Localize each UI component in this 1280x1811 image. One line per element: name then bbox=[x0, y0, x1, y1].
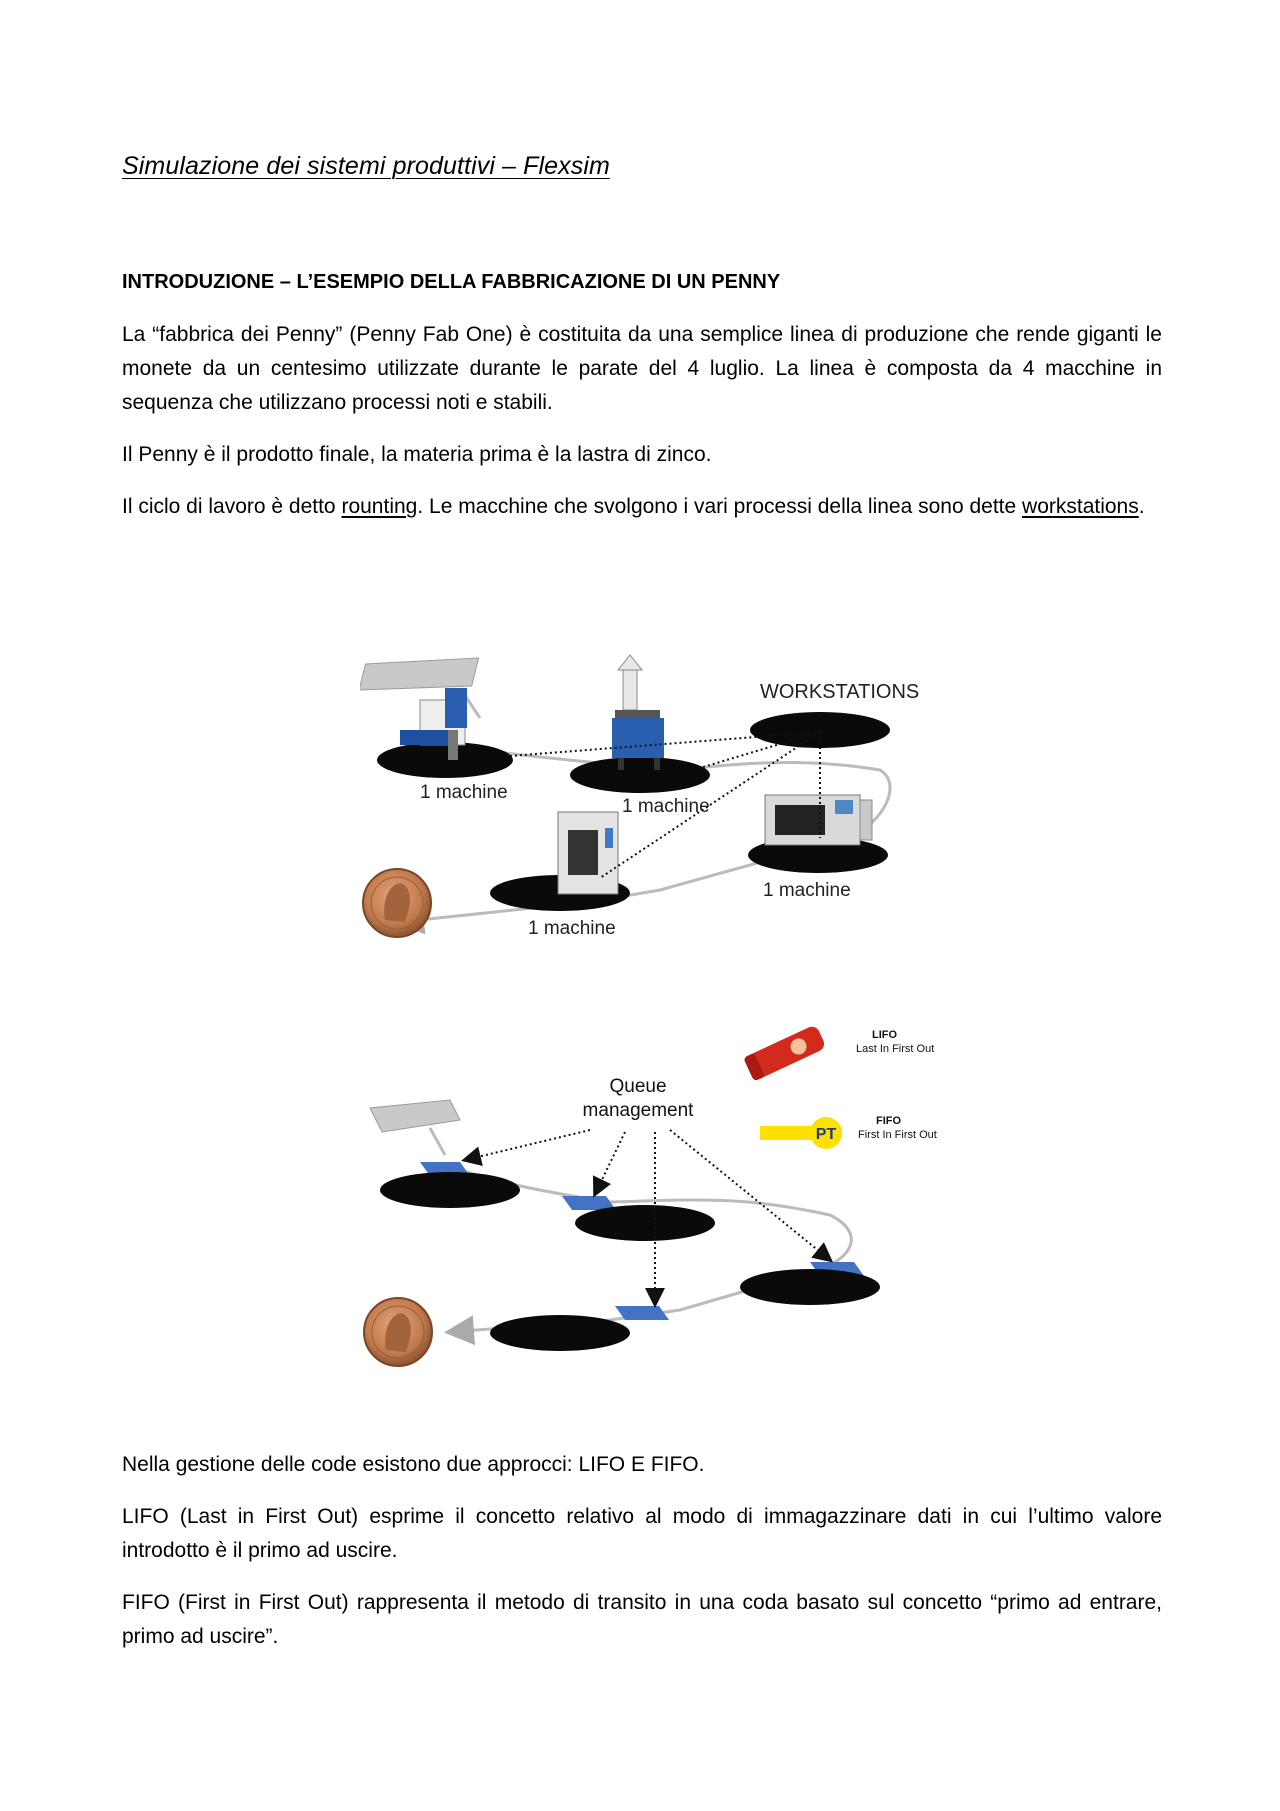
paragraph-penny: Il Penny è il prodotto finale, la materi… bbox=[122, 443, 712, 466]
paragraph-queue-approaches: Nella gestione delle code esistono due a… bbox=[122, 1453, 705, 1476]
workstation-platform-1 bbox=[380, 1172, 520, 1208]
machine-label-4: 1 machine bbox=[528, 918, 616, 939]
workstation-platform-2 bbox=[570, 757, 710, 793]
workstation-platform-top bbox=[750, 712, 890, 748]
workstation-platform-3 bbox=[748, 837, 888, 873]
lifo-title: LIFO bbox=[872, 1029, 897, 1041]
queue-label-line2: management bbox=[583, 1100, 695, 1121]
flow-path bbox=[394, 748, 892, 935]
fifo-title: FIFO bbox=[876, 1115, 901, 1127]
queue-label-line1: Queue bbox=[609, 1076, 666, 1097]
machine-drill-icon bbox=[612, 654, 664, 770]
routing-term: rounting bbox=[341, 495, 418, 518]
workstation-platform-3 bbox=[740, 1269, 880, 1305]
fifo-logo-circle bbox=[810, 1117, 842, 1149]
zinc-sheet bbox=[369, 1099, 461, 1133]
fifo-logo-text: PT bbox=[816, 1126, 837, 1143]
queue-management-figure: Queue management LIFO Last In First Out … bbox=[363, 1026, 937, 1367]
machine-lathe-icon bbox=[764, 794, 873, 846]
zinc-sheet bbox=[360, 657, 480, 691]
workstations-figure: WORKSTATIONS 1 machine 1 machine 1 machi… bbox=[360, 654, 919, 939]
workstation-platform-1 bbox=[377, 742, 513, 778]
machine-cnc-icon bbox=[557, 811, 619, 895]
lifo-desc: Last In First Out bbox=[856, 1043, 934, 1055]
page-title: Simulazione dei sistemi produttivi – Fle… bbox=[122, 152, 610, 180]
workstation-platform-2 bbox=[575, 1205, 715, 1241]
workstations-label: WORKSTATIONS bbox=[760, 681, 919, 703]
section-heading: INTRODUZIONE – L’ESEMPIO DELLA FABBRICAZ… bbox=[122, 271, 781, 293]
machine-label-3: 1 machine bbox=[763, 880, 851, 901]
paragraph-intro: La “fabbrica dei Penny” (Penny Fab One) … bbox=[122, 323, 1162, 414]
fifo-desc: First In First Out bbox=[858, 1129, 937, 1141]
flow-path bbox=[444, 1163, 853, 1346]
lifo-can-icon bbox=[744, 1026, 825, 1081]
queue-buffer-4 bbox=[615, 1306, 669, 1320]
paragraph-lifo: LIFO (Last in First Out) esprime il conc… bbox=[122, 1505, 1162, 1562]
workstation-platform-4 bbox=[490, 1315, 630, 1351]
machine-label-1: 1 machine bbox=[420, 782, 508, 803]
machine-press-icon bbox=[400, 688, 467, 760]
paragraph-routing: Il ciclo di lavoro è detto rounting. Le … bbox=[122, 495, 1145, 518]
machine-label-2: 1 machine bbox=[622, 796, 710, 817]
workstations-term: workstations bbox=[1022, 495, 1139, 518]
queue-buffer-2 bbox=[562, 1196, 616, 1210]
paragraph-fifo: FIFO (First in First Out) rappresenta il… bbox=[122, 1591, 1162, 1648]
